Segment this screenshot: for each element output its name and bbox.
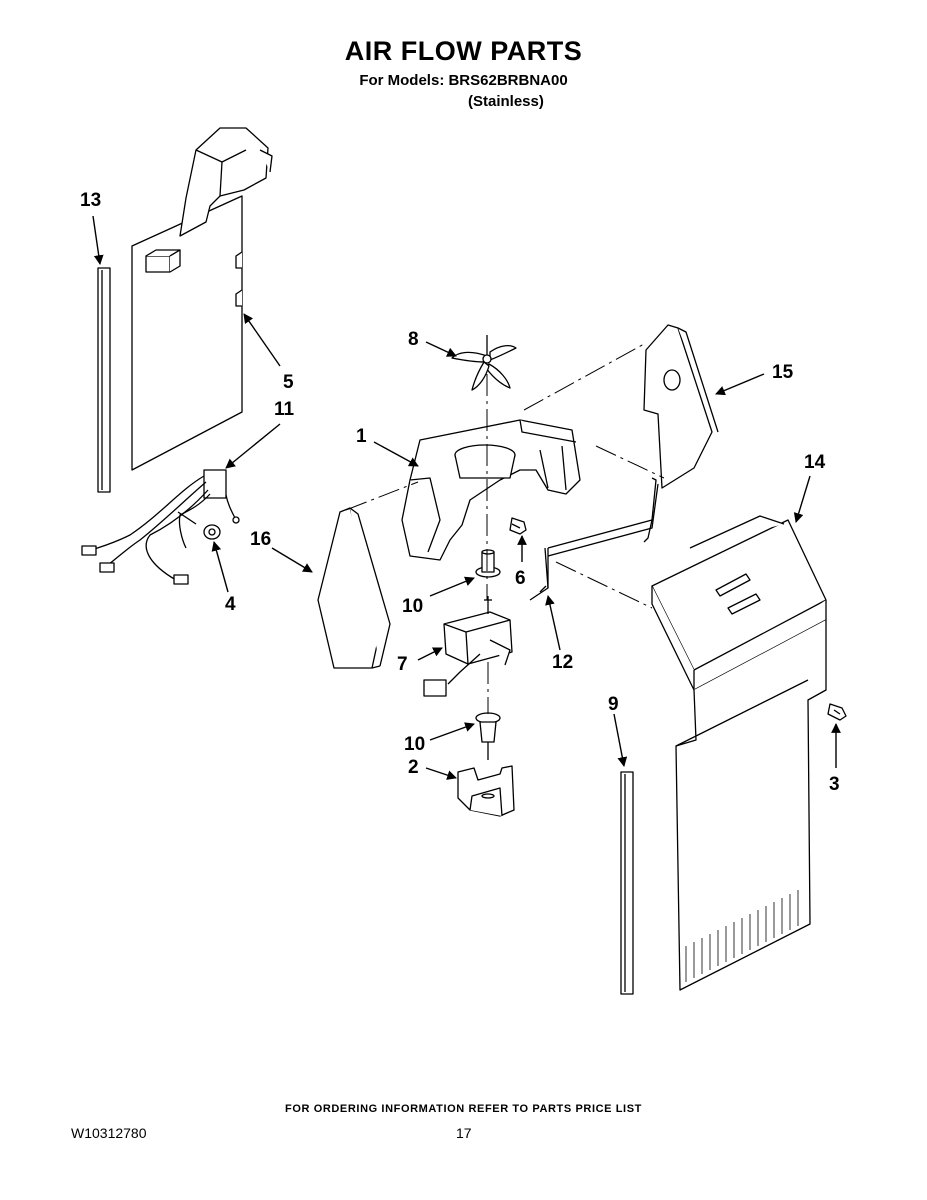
model-variant: (Stainless): [468, 93, 544, 110]
callout-2: 2: [408, 757, 419, 778]
part-6-screw: [509, 517, 527, 535]
part-15-side-baffle: [643, 324, 719, 489]
ordering-note: FOR ORDERING INFORMATION REFER TO PARTS …: [285, 1103, 642, 1115]
callout-10-upper: 10: [402, 596, 423, 617]
callout-14: 14: [804, 452, 826, 473]
callout-7: 7: [397, 654, 408, 675]
callout-5: 5: [283, 372, 294, 393]
part-8-fan-blade: [451, 335, 517, 391]
callout-4: 4: [225, 594, 236, 615]
part-9-gasket-strip: [620, 771, 634, 995]
callout-12: 12: [552, 652, 573, 673]
part-10-motor-mount-upper: [475, 549, 501, 578]
callout-3: 3: [829, 774, 840, 795]
part-14-rear-cover: [651, 515, 827, 991]
part-11-wire-harness: [81, 469, 240, 585]
part-10-motor-mount-lower: [475, 712, 501, 760]
part-5-air-duct-panel: [131, 127, 273, 471]
callout-13: 13: [80, 190, 101, 211]
leader-arrows: [92, 215, 841, 780]
part-16-side-baffle: [317, 507, 391, 669]
callout-11: 11: [274, 399, 295, 420]
callout-1: 1: [356, 426, 367, 447]
callout-16: 16: [250, 529, 271, 550]
alignment-lines: [345, 343, 665, 714]
callout-labels: 13 5 11 4 1 16 8 6 10 7 12 10 2 9 3 15 1…: [80, 190, 840, 795]
part-3-screw: [827, 703, 847, 721]
page-number: 17: [456, 1125, 472, 1141]
models-line: For Models: BRS62BRBNA00: [359, 72, 568, 89]
part-1-fan-housing: [401, 419, 581, 561]
document-number: W10312780: [71, 1125, 147, 1141]
page-title: AIR FLOW PARTS: [344, 36, 583, 66]
callout-15: 15: [772, 362, 794, 383]
part-13-gasket-strip: [97, 267, 111, 493]
part-7-fan-motor: [423, 596, 513, 697]
part-14-vent-grille: [685, 890, 799, 982]
callout-9: 9: [608, 694, 619, 715]
callout-6: 6: [515, 568, 526, 589]
part-2-motor-bracket: [457, 765, 515, 817]
part-12-wire-bracket: [529, 477, 659, 601]
callout-8: 8: [408, 329, 419, 350]
callout-10-lower: 10: [404, 734, 425, 755]
part-4-grommet: [203, 524, 221, 540]
